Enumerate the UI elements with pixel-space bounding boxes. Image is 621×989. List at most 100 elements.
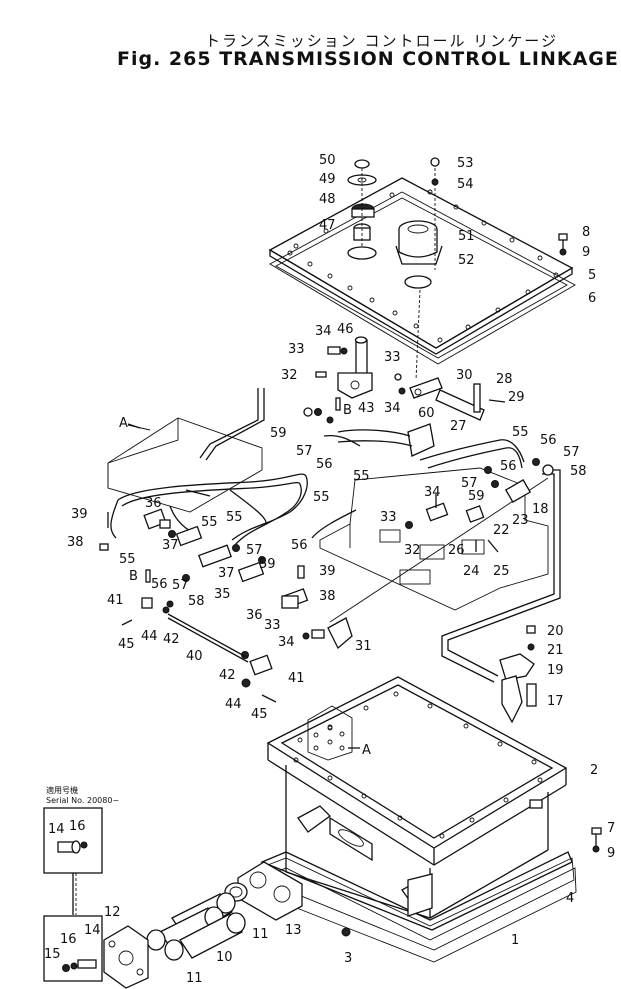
- lower-case: [255, 676, 577, 963]
- inset-detail-lower: [43, 915, 103, 982]
- callout-42a: 42: [163, 632, 180, 647]
- callout-57d: 57: [246, 543, 263, 558]
- callout-45a: 45: [118, 637, 135, 652]
- callout-6: 6: [588, 291, 596, 306]
- callout-59b: 59: [270, 426, 287, 441]
- breather-assembly: [347, 159, 377, 248]
- callout-55b: 55: [353, 469, 370, 484]
- bracket-19: [499, 625, 537, 724]
- oil-pipes: [110, 388, 525, 547]
- callout-56c: 56: [316, 457, 333, 472]
- callout-2: 2: [590, 763, 598, 778]
- callout-7: 7: [607, 821, 615, 836]
- callout-57c: 57: [296, 444, 313, 459]
- callout-57e: 57: [172, 578, 189, 593]
- marker-a-bottom: A: [362, 743, 371, 758]
- callout-19: 19: [547, 663, 564, 678]
- callout-60: 60: [418, 406, 435, 421]
- callout-38a: 38: [67, 535, 84, 550]
- callout-55d: 55: [201, 515, 218, 530]
- callout-15: 15: [44, 947, 61, 962]
- mounting-plate-12: [103, 925, 149, 989]
- callout-55c: 55: [313, 490, 330, 505]
- callout-26: 26: [448, 543, 465, 558]
- callout-49: 49: [319, 172, 336, 187]
- callout-37a: 37: [162, 538, 179, 553]
- callout-47: 47: [319, 218, 336, 233]
- callout-57a: 57: [563, 445, 580, 460]
- control-lever-assembly: [315, 336, 443, 399]
- callout-35: 35: [214, 587, 231, 602]
- callout-31: 31: [355, 639, 372, 654]
- callout-46: 46: [337, 322, 354, 337]
- callout-9a: 9: [582, 245, 590, 260]
- lever-27: [435, 383, 506, 421]
- callout-34b: 34: [384, 401, 401, 416]
- callout-11b: 11: [186, 971, 203, 986]
- callout-55a: 55: [512, 425, 529, 440]
- main-oil-line: [329, 469, 561, 683]
- callout-38b: 38: [319, 589, 336, 604]
- figure-title: Fig. 265 TRANSMISSION CONTROL LINKAGE: [117, 48, 619, 70]
- marker-b-left: B: [129, 569, 138, 584]
- callout-22: 22: [493, 523, 510, 538]
- callout-53: 53: [457, 156, 474, 171]
- callout-58a: 58: [570, 464, 587, 479]
- callout-29: 29: [508, 390, 525, 405]
- callout-56d: 56: [291, 538, 308, 553]
- callout-5: 5: [588, 268, 596, 283]
- callout-45b: 45: [251, 707, 268, 722]
- marker-b-top: B: [343, 403, 352, 418]
- callout-23: 23: [512, 513, 529, 528]
- callout-48: 48: [319, 192, 336, 207]
- callout-59c: 59: [259, 557, 276, 572]
- pipe-fittings: [99, 407, 554, 703]
- callout-34c: 34: [424, 485, 441, 500]
- callout-39b: 39: [319, 564, 336, 579]
- title-japanese: トランスミッション コントロール リンケージ: [205, 32, 558, 50]
- callout-33c: 33: [380, 510, 397, 525]
- callout-17: 17: [547, 694, 564, 709]
- callout-41b: 41: [288, 671, 305, 686]
- callout-57b: 57: [461, 476, 478, 491]
- serial-note-japanese: 適用号機: [46, 785, 78, 795]
- callout-39a: 39: [71, 507, 88, 522]
- callout-54: 54: [457, 177, 474, 192]
- callout-14a: 14: [48, 822, 65, 837]
- bolt-3: [341, 927, 351, 937]
- callout-21: 21: [547, 643, 564, 658]
- callout-43: 43: [358, 401, 375, 416]
- callout-28: 28: [496, 372, 513, 387]
- callout-32a: 32: [281, 368, 298, 383]
- callout-16a: 16: [69, 819, 86, 834]
- callout-42b: 42: [219, 668, 236, 683]
- callout-18: 18: [532, 502, 549, 517]
- callout-58b: 58: [188, 594, 205, 609]
- bolt-8-9: [558, 233, 568, 256]
- callout-24: 24: [463, 564, 480, 579]
- callout-30: 30: [456, 368, 473, 383]
- callout-59a: 59: [468, 489, 485, 504]
- callout-51: 51: [458, 229, 475, 244]
- callout-55e: 55: [226, 510, 243, 525]
- callout-37b: 37: [218, 566, 235, 581]
- callout-14b: 14: [84, 923, 101, 938]
- callout-10: 10: [216, 950, 233, 965]
- callout-3: 3: [344, 951, 352, 966]
- callout-56b: 56: [500, 459, 517, 474]
- callout-56a: 56: [540, 433, 557, 448]
- solenoid-valve: [395, 157, 443, 381]
- serial-note-number: Serial No. 20080~: [46, 796, 119, 805]
- callout-12: 12: [104, 905, 121, 920]
- callout-36a: 36: [145, 496, 162, 511]
- callout-34a: 34: [315, 324, 332, 339]
- callout-8: 8: [582, 225, 590, 240]
- callout-11a: 11: [252, 927, 269, 942]
- callout-56e: 56: [151, 577, 168, 592]
- callout-labels: 50 49 48 47 53 54 51 52 8 9 5 6 34 46 33…: [44, 153, 615, 986]
- callout-34d: 34: [278, 635, 295, 650]
- bolt-7-9: [591, 827, 602, 853]
- callout-33d: 33: [264, 618, 281, 633]
- callout-50: 50: [319, 153, 336, 168]
